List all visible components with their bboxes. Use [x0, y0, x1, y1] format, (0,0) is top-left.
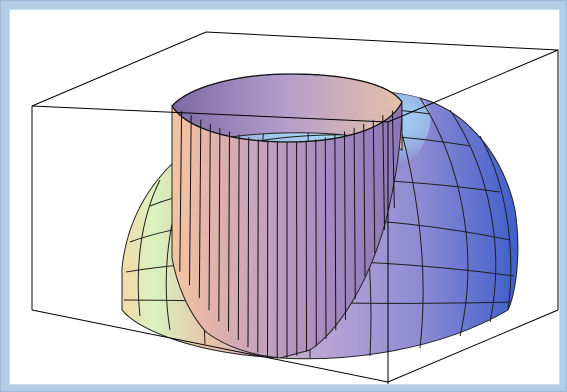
bounding-box-back	[31, 31, 559, 310]
cylinder-ruling-line	[315, 139, 317, 347]
bounding-box-front	[31, 49, 559, 384]
cylinder-ruling-line	[237, 134, 240, 341]
plot-canvas	[9, 9, 560, 385]
cylinder-ruling-line	[198, 119, 202, 299]
cylinder-ruling-line	[179, 110, 183, 272]
cylinder-ruling-line	[257, 139, 259, 353]
cylinder-rulings	[179, 110, 395, 358]
cylinder-ruling-line	[324, 137, 327, 339]
cylinder-ruling-line	[228, 131, 230, 332]
cylinder-surface	[171, 73, 403, 359]
cylinder-ruling-line	[391, 110, 395, 209]
cylinder-ruling-line	[372, 119, 376, 254]
cylinder-ruling-line	[218, 127, 221, 322]
cylinder-ruling-line	[363, 123, 366, 277]
cylinder-ruling-line	[353, 127, 356, 299]
cylinder-ruling-line	[189, 115, 192, 286]
cylinder-ruling-line	[334, 134, 337, 331]
cylinder-ruling-line	[382, 115, 385, 230]
cylinder-ruling-line	[344, 131, 346, 320]
cylinder-ruling-line	[208, 123, 211, 311]
surface-plot	[31, 31, 559, 384]
cylinder-ruling-line	[247, 137, 250, 348]
